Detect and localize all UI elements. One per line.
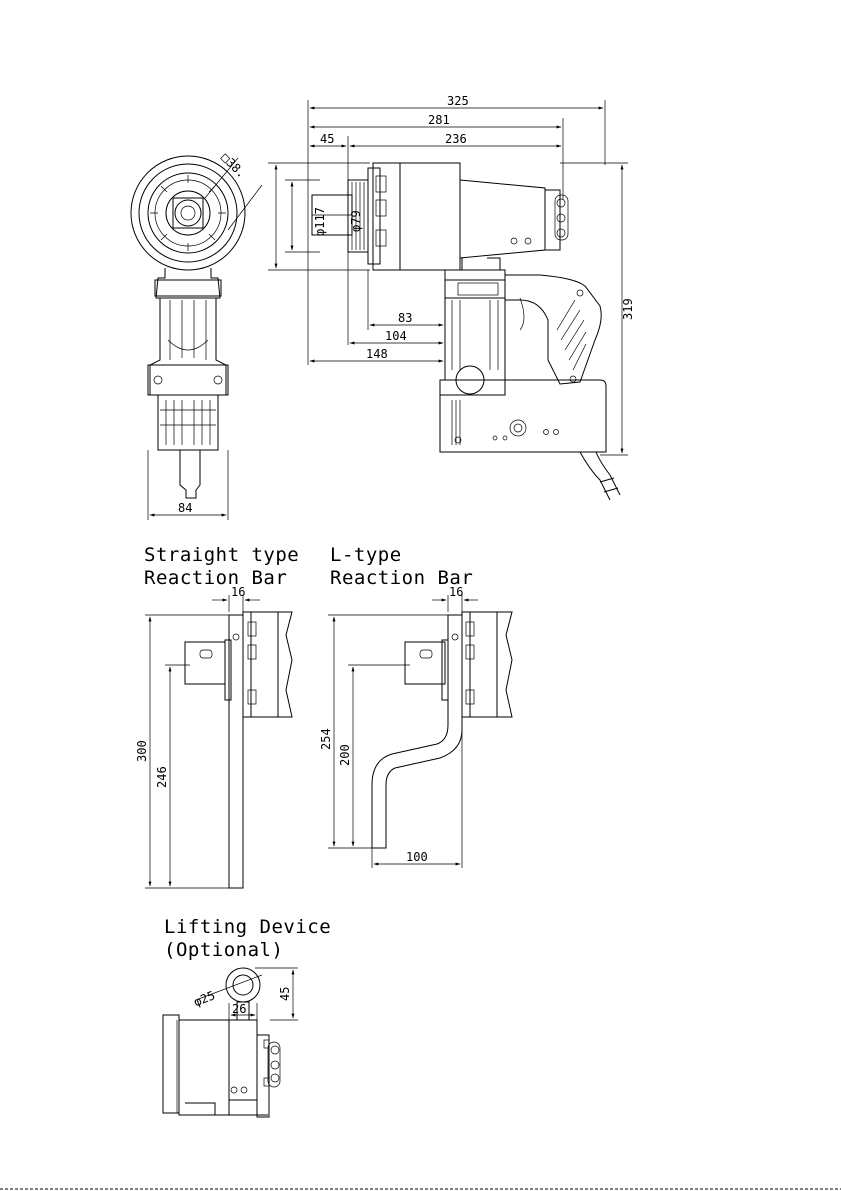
- front-view: 84 □38.: [131, 150, 262, 520]
- dim-width-84: 84: [178, 501, 192, 515]
- lifting-device-view: Lifting Device (Optional) φ25 26 45: [163, 916, 331, 1117]
- l-bar-title-1: L-type: [330, 544, 402, 566]
- straight-dim-300: 300: [135, 740, 149, 762]
- lifting-title-1: Lifting Device: [164, 916, 331, 938]
- straight-dim-246: 246: [155, 766, 169, 788]
- lifting-title-2: (Optional): [164, 939, 283, 961]
- dim-281: 281: [428, 113, 450, 127]
- straight-bar-title-1: Straight type: [144, 544, 299, 566]
- dim-83: 83: [398, 311, 412, 325]
- lift-dim-45: 45: [278, 987, 292, 1001]
- l-dim-200: 200: [338, 744, 352, 766]
- straight-dim-16: 16: [231, 585, 245, 599]
- dim-148: 148: [366, 347, 388, 361]
- lift-dim-dia25: φ25: [192, 988, 217, 1009]
- straight-bar-title-2: Reaction Bar: [144, 567, 287, 589]
- straight-reaction-bar-view: Straight type Reaction Bar 16 300 246: [135, 544, 299, 888]
- dim-height-319: 319: [621, 298, 635, 320]
- dim-overall-325: 325: [447, 94, 469, 108]
- l-dim-16: 16: [449, 585, 463, 599]
- dim-45: 45: [320, 132, 334, 146]
- lift-dim-26: 26: [232, 1002, 246, 1016]
- dim-dia-117: φ117: [313, 207, 327, 236]
- side-view: 325 281 45 236 319 φ117 φ79: [268, 94, 635, 500]
- l-dim-100: 100: [406, 850, 428, 864]
- l-dim-254: 254: [319, 728, 333, 750]
- dim-104: 104: [385, 329, 407, 343]
- dim-236: 236: [445, 132, 467, 146]
- l-type-reaction-bar-view: L-type Reaction Bar 16 254 200 100: [319, 544, 512, 868]
